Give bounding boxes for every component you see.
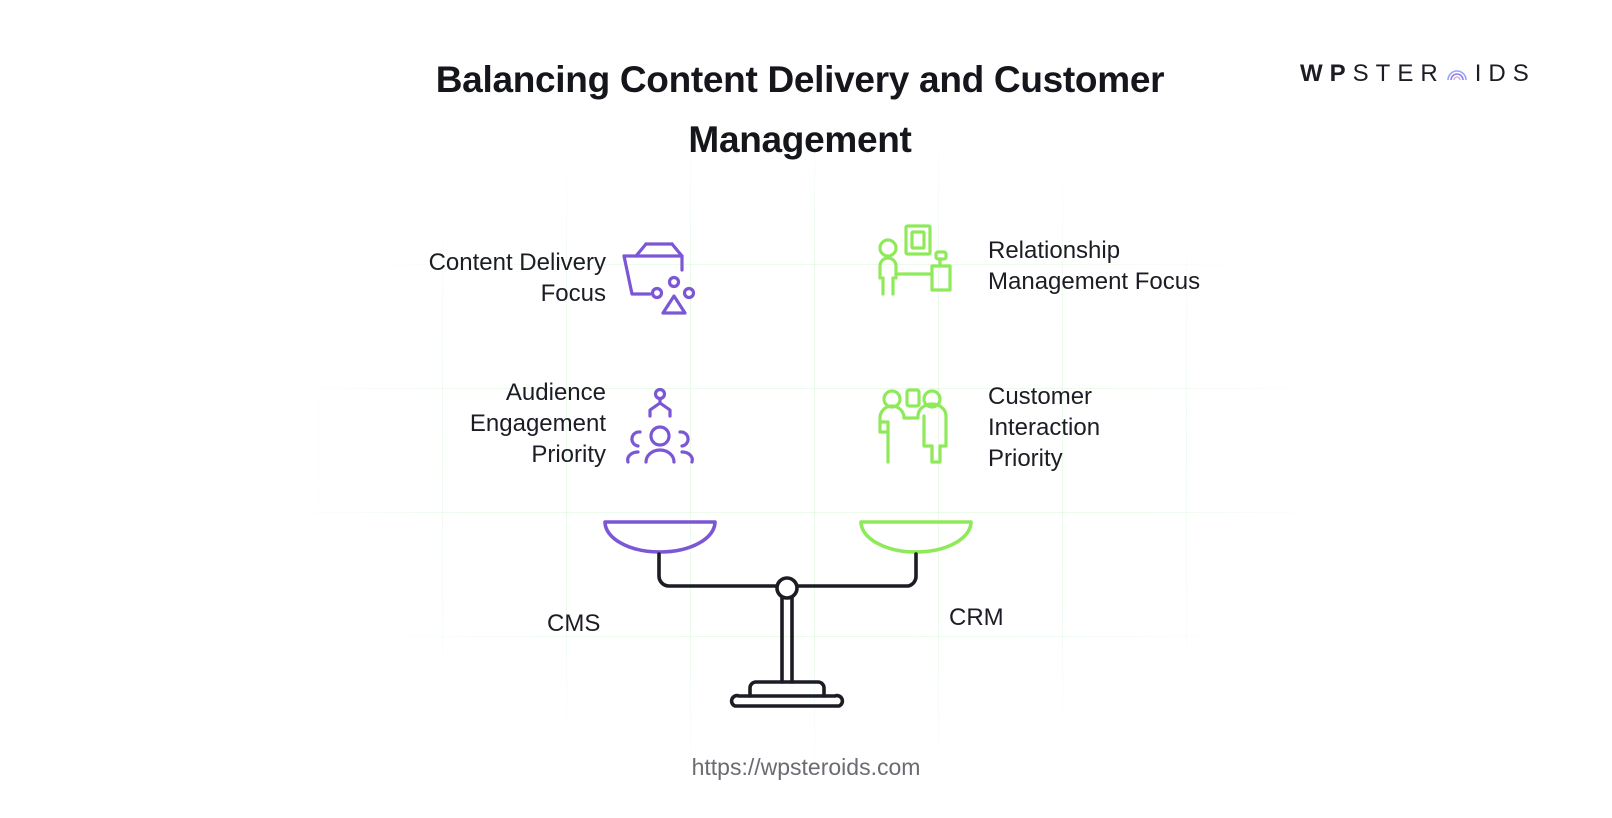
page-title: Balancing Content Delivery and Customer … [435,59,1165,160]
footer-url[interactable]: https://wpsteroids.com [691,754,921,780]
label-content-delivery: Content Delivery Focus [428,249,606,307]
cms-label: CMS [547,610,601,637]
label-customer-interaction: Customer Interaction Priority [988,383,1101,472]
brand-logo: WP STER IDS [1300,60,1536,88]
label-relationship-management: Relationship Management Focus [988,237,1201,295]
brand-logo-rest-a: STER [1352,60,1445,87]
basket-icon [620,238,702,325]
audience-icon [622,386,698,471]
crm-label: CRM [949,604,1004,631]
brand-logo-bold: WP [1300,60,1353,87]
presentation-icon [874,222,956,307]
brand-arcs-icon [1445,60,1469,88]
label-audience-engagement: Audience Engagement Priority [469,379,606,468]
brand-logo-rest-b: IDS [1474,60,1536,87]
balance-scale [590,510,990,725]
interaction-icon [874,386,958,471]
